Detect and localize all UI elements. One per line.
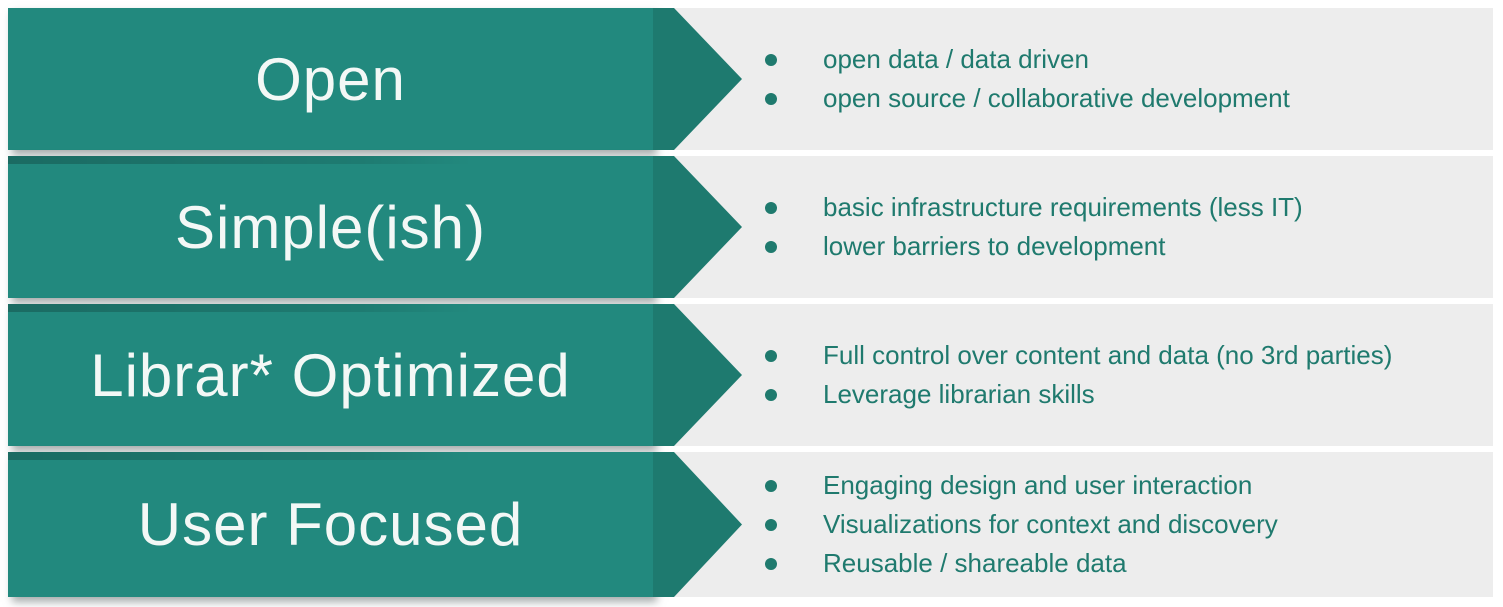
bullet-item: open source / collaborative development xyxy=(653,79,1493,118)
bullet-list: Full control over content and data (no 3… xyxy=(653,336,1493,414)
row-simple: basic infrastructure requirements (less … xyxy=(0,156,1503,298)
arrow-banner: User Focused xyxy=(8,452,653,597)
bullet-dot-icon xyxy=(765,240,777,253)
bullet-item: open data / data driven xyxy=(653,40,1493,79)
arrow-title: User Focused xyxy=(137,491,524,558)
bullet-dot-icon xyxy=(765,388,777,401)
row-librar-optimized: Full control over content and data (no 3… xyxy=(0,304,1503,446)
bullet-text: Engaging design and user interaction xyxy=(823,470,1253,500)
bullet-panel: basic infrastructure requirements (less … xyxy=(653,156,1493,298)
bullet-text: open source / collaborative development xyxy=(823,83,1290,113)
bullet-list: basic infrastructure requirements (less … xyxy=(653,188,1493,266)
arrow-banner: Simple(ish) xyxy=(8,156,653,298)
bullet-item: Full control over content and data (no 3… xyxy=(653,336,1493,375)
bullet-dot-icon xyxy=(765,557,777,570)
bullet-text: Visualizations for context and discovery xyxy=(823,509,1278,539)
bullet-item: Reusable / shareable data xyxy=(653,544,1493,583)
arrow-title: Open xyxy=(255,45,406,113)
bullet-text: basic infrastructure requirements (less … xyxy=(823,192,1303,222)
bullet-dot-icon xyxy=(765,53,777,66)
bullet-item: Leverage librarian skills xyxy=(653,375,1493,414)
bullet-panel: open data / data driven open source / co… xyxy=(653,8,1493,150)
arrow-head-icon xyxy=(653,452,742,597)
bullet-text: Leverage librarian skills xyxy=(823,379,1095,409)
bullet-panel: Full control over content and data (no 3… xyxy=(653,304,1493,446)
bullet-dot-icon xyxy=(765,349,777,362)
arrow-banner: Open xyxy=(8,8,653,150)
arrow-head-icon xyxy=(653,8,742,150)
arrow-title: Simple(ish) xyxy=(174,193,487,261)
bullet-text: lower barriers to development xyxy=(823,231,1166,261)
row-user-focused: Engaging design and user interaction Vis… xyxy=(0,452,1503,597)
bullet-list: Engaging design and user interaction Vis… xyxy=(653,466,1493,583)
bullet-item: Visualizations for context and discovery xyxy=(653,505,1493,544)
bullet-item: basic infrastructure requirements (less … xyxy=(653,188,1493,227)
arrow-head-icon xyxy=(653,304,742,446)
bullet-dot-icon xyxy=(765,479,777,492)
bullet-dot-icon xyxy=(765,92,777,105)
arrow-title: Librar* Optimized xyxy=(90,341,571,409)
bullet-text: Full control over content and data (no 3… xyxy=(823,340,1393,370)
bullet-text: open data / data driven xyxy=(823,44,1089,74)
row-open: open data / data driven open source / co… xyxy=(0,8,1503,150)
bullet-text: Reusable / shareable data xyxy=(823,548,1127,578)
bullet-panel: Engaging design and user interaction Vis… xyxy=(653,452,1493,597)
bullet-list: open data / data driven open source / co… xyxy=(653,40,1493,118)
arrow-banner: Librar* Optimized xyxy=(8,304,653,446)
bullet-item: Engaging design and user interaction xyxy=(653,466,1493,505)
bullet-item: lower barriers to development xyxy=(653,227,1493,266)
bullet-dot-icon xyxy=(765,201,777,214)
bullet-dot-icon xyxy=(765,518,777,531)
arrow-head-icon xyxy=(653,156,742,298)
